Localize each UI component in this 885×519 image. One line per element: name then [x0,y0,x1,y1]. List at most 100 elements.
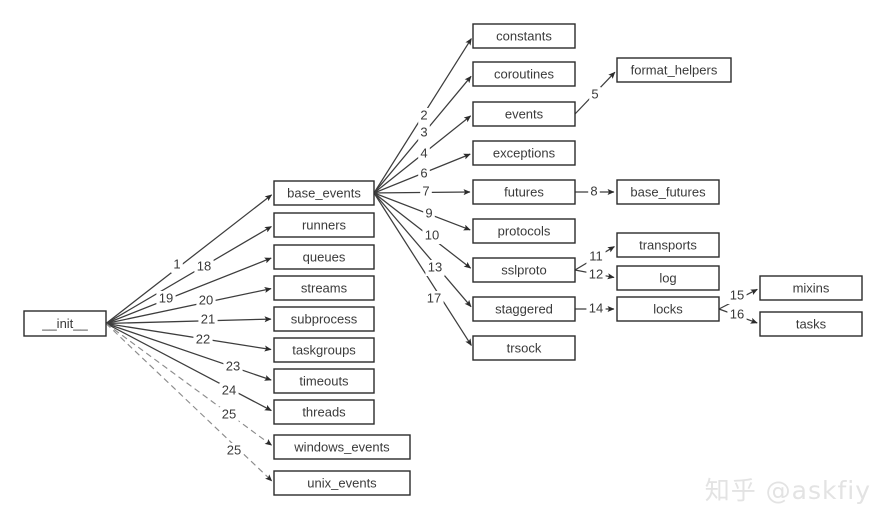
node-box-protocols[interactable] [472,218,576,244]
node-box-base_futures[interactable] [616,179,720,205]
node-label-runners: runners [302,217,347,232]
node-label-sslproto: sslproto [501,262,547,277]
node-box-unix_events[interactable] [273,470,411,496]
node-threads[interactable]: threads [273,399,375,425]
node-box-sslproto[interactable] [472,257,576,283]
edge-label-locks-to-mixins: 15 [730,287,744,302]
node-futures[interactable]: futures [472,179,576,205]
edge-init-to-threads [105,322,272,412]
node-box-threads[interactable] [273,399,375,425]
node-protocols[interactable]: protocols [472,218,576,244]
node-box-timeouts[interactable] [273,368,375,394]
node-subprocess[interactable]: subprocess [273,306,375,332]
node-box-log[interactable] [616,265,720,291]
node-log[interactable]: log [616,265,720,291]
node-base_events[interactable]: base_events [273,180,375,206]
edge-label-backdrop [219,383,239,399]
edge-label-backdrop [418,146,430,162]
edge-label-base_events-to-sslproto: 10 [425,227,439,242]
node-box-transports[interactable] [616,232,720,258]
node-base_futures[interactable]: base_futures [616,179,720,205]
node-box-runners[interactable] [273,212,375,238]
edge-label-backdrop [727,307,747,323]
node-box-base_events[interactable] [273,180,375,206]
node-transports[interactable]: transports [616,232,720,258]
node-box-coroutines[interactable] [472,61,576,87]
node-box-format_helpers[interactable] [616,57,732,83]
node-label-init: __init__ [41,316,88,331]
edge-label-backdrop [196,293,216,309]
edge-label-init-to-subprocess: 21 [201,311,215,326]
edge-label-backdrop [588,184,600,200]
edge-label-backdrop [423,206,435,222]
node-init[interactable]: __init__ [23,310,107,337]
node-box-exceptions[interactable] [472,140,576,166]
edge-label-locks-to-tasks: 16 [730,306,744,321]
node-label-subprocess: subprocess [291,311,358,326]
node-format_helpers[interactable]: format_helpers [616,57,732,83]
edge-label-backdrop [418,125,430,141]
node-label-tasks: tasks [796,316,827,331]
node-windows_events[interactable]: windows_events [273,434,411,460]
edge-label-sslproto-to-transports: 11 [589,248,603,263]
node-label-taskgroups: taskgroups [292,342,356,357]
node-label-streams: streams [301,280,348,295]
node-label-mixins: mixins [793,280,830,295]
node-staggered[interactable]: staggered [472,296,576,322]
node-box-queues[interactable] [273,244,375,270]
edge-label-init-to-windows_events: 25 [222,406,236,421]
node-mixins[interactable]: mixins [759,275,863,301]
node-taskgroups[interactable]: taskgroups [273,337,375,363]
node-sslproto[interactable]: sslproto [472,257,576,283]
node-label-constants: constants [496,28,552,43]
edge-label-sslproto-to-log: 12 [589,266,603,281]
node-box-futures[interactable] [472,179,576,205]
node-label-trsock: trsock [507,340,542,355]
node-runners[interactable]: runners [273,212,375,238]
node-box-windows_events[interactable] [273,434,411,460]
node-label-base_futures: base_futures [630,184,706,199]
edge-label-init-to-timeouts: 23 [226,358,240,373]
edge-label-base_events-to-protocols: 9 [425,205,432,220]
node-queues[interactable]: queues [273,244,375,270]
node-box-events[interactable] [472,101,576,127]
edge-label-init-to-taskgroups: 22 [196,331,210,346]
node-tasks[interactable]: tasks [759,311,863,337]
node-box-locks[interactable] [616,296,720,322]
node-box-subprocess[interactable] [273,306,375,332]
node-box-taskgroups[interactable] [273,337,375,363]
node-box-constants[interactable] [472,23,576,49]
node-locks[interactable]: locks [616,296,720,322]
node-label-transports: transports [639,237,697,252]
node-trsock[interactable]: trsock [472,335,576,361]
edge-label-base_events-to-events: 4 [420,145,427,160]
node-box-tasks[interactable] [759,311,863,337]
node-streams[interactable]: streams [273,275,375,301]
node-box-mixins[interactable] [759,275,863,301]
edge-label-backdrop [219,407,239,423]
node-unix_events[interactable]: unix_events [273,470,411,496]
node-timeouts[interactable]: timeouts [273,368,375,394]
edge-label-backdrop [194,259,214,275]
node-box-trsock[interactable] [472,335,576,361]
edge-label-backdrop [586,267,606,283]
edge-label-events-to-format_helpers: 5 [591,86,598,101]
node-label-unix_events: unix_events [307,475,377,490]
edge-base_events-to-protocols [373,192,471,231]
node-box-init[interactable] [23,310,107,337]
edge-label-futures-to-base_futures: 8 [590,183,597,198]
node-label-base_events: base_events [287,185,361,200]
node-constants[interactable]: constants [472,23,576,49]
edge-base_events-to-trsock [373,192,472,346]
node-exceptions[interactable]: exceptions [472,140,576,166]
node-label-queues: queues [303,249,346,264]
node-box-staggered[interactable] [472,296,576,322]
edge-label-backdrop [420,184,432,200]
edge-label-backdrop [422,228,442,244]
node-box-streams[interactable] [273,275,375,301]
node-coroutines[interactable]: coroutines [472,61,576,87]
node-events[interactable]: events [472,101,576,127]
node-label-futures: futures [504,184,544,199]
edge-label-backdrop [193,332,213,348]
edge-init-to-windows_events [105,323,273,446]
